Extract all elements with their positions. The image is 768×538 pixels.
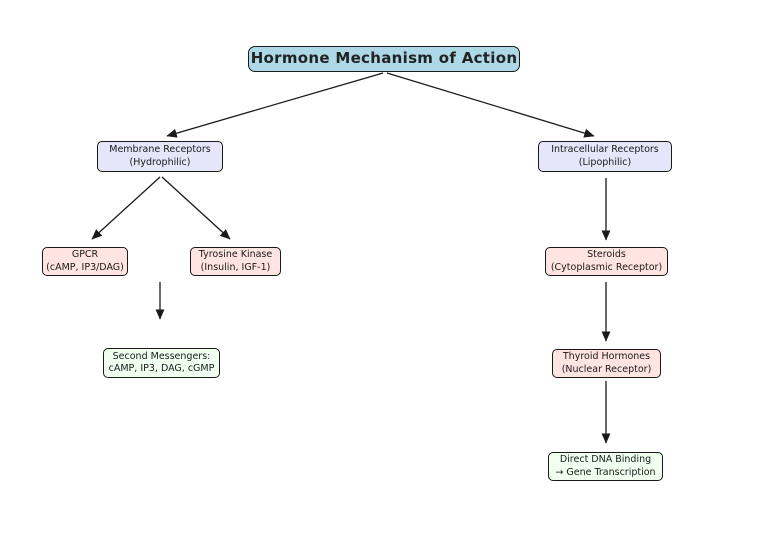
node-thyroid-hormones: Thyroid Hormones (Nuclear Receptor) <box>552 349 661 378</box>
edge-title-to-intracellular <box>386 72 595 138</box>
gpcr-line1: GPCR <box>71 249 99 261</box>
title-label: Hormone Mechanism of Action <box>250 49 518 68</box>
node-gpcr: GPCR (cAMP, IP3/DAG) <box>42 247 128 276</box>
node-tyrosine-kinase: Tyrosine Kinase (Insulin, IGF-1) <box>190 247 281 276</box>
edge-membrane-to-tyrosine <box>161 176 231 240</box>
thyroid-line2: (Nuclear Receptor) <box>561 363 652 375</box>
dna-line2: → Gene Transcription <box>555 466 656 478</box>
node-intracellular-receptors: Intracellular Receptors (Lipophilic) <box>538 141 672 172</box>
second-messengers-line1: Second Messengers: <box>112 350 211 362</box>
membrane-line2: (Hydrophilic) <box>129 156 191 168</box>
intracellular-line1: Intracellular Receptors <box>551 144 659 156</box>
edge-title-to-membrane <box>166 72 384 138</box>
node-direct-dna-binding: Direct DNA Binding → Gene Transcription <box>548 452 663 481</box>
dna-line1: Direct DNA Binding <box>559 454 652 466</box>
second-messengers-line2: cAMP, IP3, DAG, cGMP <box>108 363 215 374</box>
node-steroids: Steroids (Cytoplasmic Receptor) <box>545 247 668 276</box>
node-membrane-receptors: Membrane Receptors (Hydrophilic) <box>97 141 223 172</box>
node-second-messengers: Second Messengers: cAMP, IP3, DAG, cGMP <box>103 348 220 378</box>
edge-membrane-to-gpcr <box>91 176 161 240</box>
tyrosine-line1: Tyrosine Kinase <box>198 249 273 261</box>
gpcr-line2: (cAMP, IP3/DAG) <box>46 261 124 273</box>
thyroid-line1: Thyroid Hormones <box>562 351 651 363</box>
tyrosine-line2: (Insulin, IGF-1) <box>200 261 271 273</box>
intracellular-line2: (Lipophilic) <box>578 156 632 168</box>
membrane-line1: Membrane Receptors <box>109 144 211 156</box>
steroids-line2: (Cytoplasmic Receptor) <box>550 261 663 273</box>
steroids-line1: Steroids <box>587 249 626 261</box>
node-title: Hormone Mechanism of Action <box>248 46 520 72</box>
